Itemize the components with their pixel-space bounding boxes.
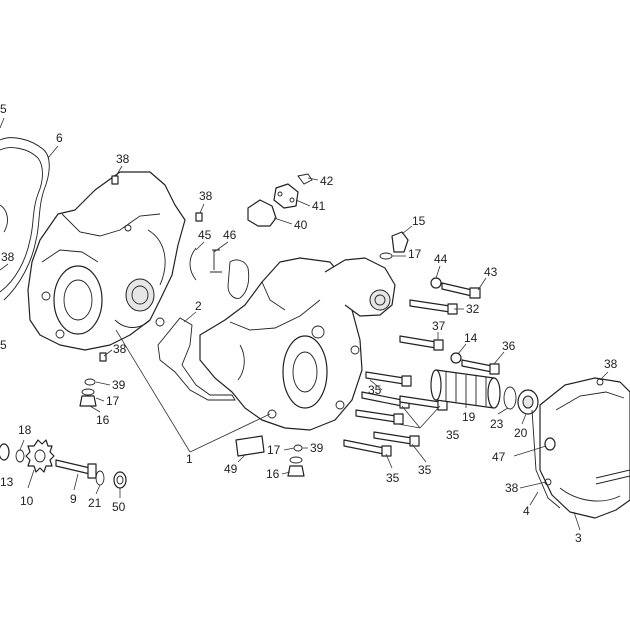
callout-38-left: 38 [1, 250, 15, 264]
callout-35-c: 35 [418, 463, 432, 477]
callout-16-left: 16 [96, 413, 110, 427]
washer-39-left [84, 378, 96, 386]
screw-46 [210, 249, 222, 273]
washer-44 [430, 277, 442, 289]
bolt-35-3 [399, 395, 448, 411]
bracket-45 [189, 247, 197, 281]
plate-41 [273, 183, 299, 209]
callout-49: 49 [224, 462, 238, 476]
callout-5-top: 5 [0, 102, 7, 116]
callout-13: 13 [0, 475, 14, 489]
bushing-50 [113, 471, 127, 489]
callout-38-cover: 38 [505, 481, 519, 495]
callout-20: 20 [514, 426, 528, 440]
callout-6: 6 [56, 131, 63, 145]
cover-gasket-4 [531, 409, 561, 509]
leader-lines [0, 117, 609, 531]
callout-46: 46 [223, 228, 237, 242]
callout-1: 1 [186, 452, 193, 466]
callout-35-a: 35 [368, 383, 382, 397]
callout-4: 4 [523, 504, 530, 518]
callout-5-left: 5 [0, 338, 7, 352]
callout-38-case: 38 [113, 342, 127, 356]
washer-17-mid [289, 456, 303, 464]
washer-17-top [379, 252, 393, 260]
plug-16-mid [287, 465, 305, 477]
callout-19: 19 [462, 410, 476, 424]
clutch-cover-3 [539, 377, 630, 519]
washer-39-mid [293, 444, 303, 452]
callout-15: 15 [412, 214, 426, 228]
bolt-36 [461, 359, 500, 375]
callout-37: 37 [432, 319, 446, 333]
bolt-35-6 [343, 439, 392, 457]
callout-50: 50 [112, 500, 126, 514]
callout-44: 44 [434, 252, 448, 266]
o-ring-23 [503, 386, 517, 410]
label-plate-49 [235, 435, 265, 457]
bolt-35-1 [365, 371, 412, 387]
callout-9: 9 [70, 492, 77, 506]
drain-plug-15 [391, 231, 409, 253]
callout-41: 41 [312, 199, 326, 213]
callout-47: 47 [492, 450, 506, 464]
callout-38-mid: 38 [199, 189, 213, 203]
callout-38-right: 38 [604, 357, 618, 371]
bolt-35-4 [355, 409, 404, 425]
bolt-37 [399, 335, 444, 351]
bolt-43 [441, 282, 481, 299]
dowel-pin-38-low [99, 352, 107, 362]
callout-10: 10 [20, 494, 34, 508]
callout-14: 14 [464, 331, 478, 345]
shaft-9 [55, 459, 97, 479]
washer-13 [0, 443, 10, 461]
reed-cover-45-46 [227, 259, 250, 299]
callout-43: 43 [484, 265, 498, 279]
washer-14 [450, 352, 462, 364]
callout-18: 18 [18, 423, 32, 437]
callout-23: 23 [490, 417, 504, 431]
washer-17-left [81, 388, 95, 396]
callout-21: 21 [88, 496, 102, 510]
callout-3: 3 [575, 531, 582, 545]
crankcase-center-gasket [157, 317, 236, 401]
callout-16-mid: 16 [266, 467, 280, 481]
callout-17-top: 17 [408, 247, 422, 261]
callout-38-top: 38 [116, 152, 130, 166]
right-crankcase-half [199, 257, 396, 431]
oil-filter-19 [430, 369, 501, 409]
dowel-pin-38-top [111, 175, 119, 185]
callout-45: 45 [198, 228, 212, 242]
callout-17-left: 17 [106, 394, 120, 408]
left-crankcase-half [27, 171, 186, 351]
callout-35-d: 35 [386, 471, 400, 485]
callout-39-left: 39 [112, 378, 126, 392]
callout-35-b: 35 [446, 428, 460, 442]
callout-36: 36 [502, 339, 516, 353]
callout-17-mid: 17 [267, 443, 281, 457]
bolt-32 [409, 299, 458, 315]
dowel-pin-38-mid [195, 212, 203, 222]
callout-40: 40 [294, 218, 308, 232]
callout-39-mid: 39 [310, 441, 324, 455]
callout-42: 42 [320, 174, 334, 188]
cover-plate-40 [247, 199, 277, 227]
filter-cap-20 [517, 389, 539, 415]
screw-42 [297, 173, 313, 185]
callout-2: 2 [195, 299, 202, 313]
crankcase-gasket [0, 137, 50, 301]
callout-32: 32 [466, 302, 480, 316]
washer-21 [95, 470, 105, 486]
washer-18 [15, 449, 25, 463]
plug-16-left [79, 395, 97, 407]
callout-labels: 5 6 38 38 38 38 5 42 41 40 45 46 15 17 4… [0, 102, 618, 545]
sprocket-10 [25, 439, 55, 473]
